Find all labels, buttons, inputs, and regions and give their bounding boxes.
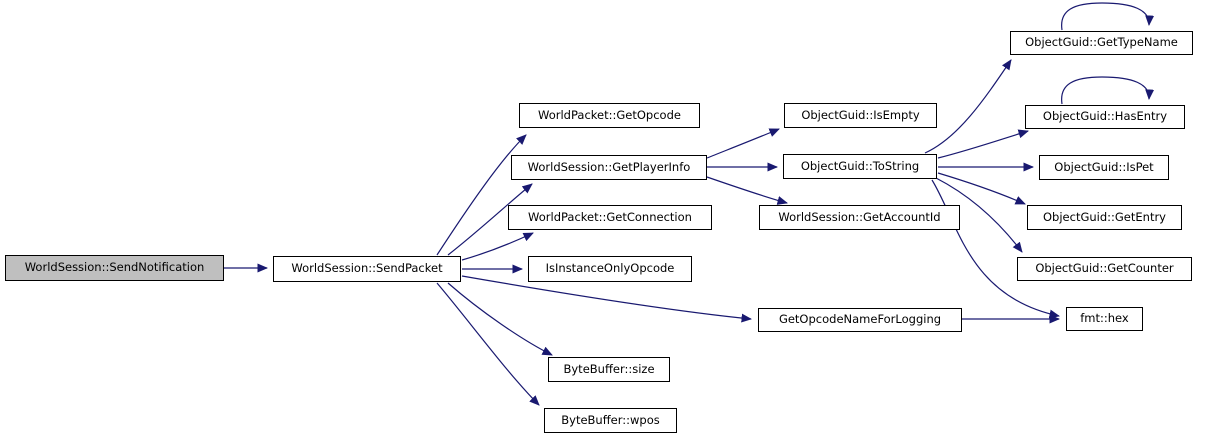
edge-sendpacket-bytebufferwpos (436, 282, 540, 406)
node-get-opcode-name-for-logging[interactable]: GetOpcodeNameForLogging (758, 308, 962, 332)
node-is-instance-only-opcode[interactable]: IsInstanceOnlyOpcode (528, 256, 692, 282)
edge-tostring-getentry (937, 172, 1026, 205)
node-get-connection[interactable]: WorldPacket::GetConnection (508, 205, 712, 230)
node-send-notification: WorldSession::SendNotification (5, 255, 224, 281)
node-has-entry[interactable]: ObjectGuid::HasEntry (1025, 105, 1185, 129)
node-send-packet[interactable]: WorldSession::SendPacket (273, 256, 461, 282)
node-get-player-info[interactable]: WorldSession::GetPlayerInfo (511, 155, 707, 180)
edge-tostring-fmthex (931, 179, 1060, 319)
node-is-empty[interactable]: ObjectGuid::IsEmpty (784, 103, 937, 128)
node-to-string[interactable]: ObjectGuid::ToString (783, 154, 937, 179)
edge-sendpacket-getopcode (436, 134, 527, 256)
edge-sendpacket-bytebuffersize (447, 282, 553, 356)
node-byte-buffer-size[interactable]: ByteBuffer::size (548, 357, 670, 382)
node-get-counter[interactable]: ObjectGuid::GetCounter (1017, 257, 1192, 281)
node-get-type-name[interactable]: ObjectGuid::GetTypeName (1010, 31, 1193, 55)
node-get-entry[interactable]: ObjectGuid::GetEntry (1027, 205, 1182, 230)
node-fmt-hex[interactable]: fmt::hex (1066, 307, 1143, 331)
node-get-account-id[interactable]: WorldSession::GetAccountId (759, 205, 960, 230)
edge-sendpacket-getconnection (461, 232, 534, 261)
edge-tostring-getcounter (935, 177, 1023, 253)
edge-sendpacket-getplayerinfo (447, 183, 533, 256)
node-byte-buffer-wpos[interactable]: ByteBuffer::wpos (544, 408, 677, 433)
node-is-pet[interactable]: ObjectGuid::IsPet (1039, 155, 1169, 180)
edge-tostring-hasentry (937, 129, 1029, 159)
edge-gettypename-selfloop (1061, 2, 1155, 31)
node-get-opcode[interactable]: WorldPacket::GetOpcode (519, 103, 700, 128)
edge-getplayerinfo-getaccountid (706, 176, 788, 205)
edge-tostring-gettypename (924, 59, 1012, 154)
edge-getplayerinfo-isempty (706, 128, 780, 159)
edge-sendpacket-getopcodenameforlogging (461, 275, 752, 323)
edge-hasentry-selfloop (1061, 76, 1155, 105)
